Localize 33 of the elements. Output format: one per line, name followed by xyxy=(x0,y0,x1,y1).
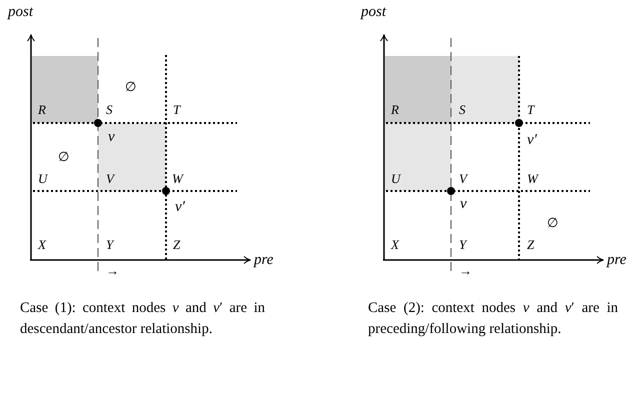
region-label: T xyxy=(173,103,180,117)
region-label: S xyxy=(106,103,112,117)
region-label: Z xyxy=(527,238,534,252)
region-label: X xyxy=(38,238,46,252)
region-label: Z xyxy=(173,238,180,252)
point-label: v′ xyxy=(175,200,185,214)
region-label: Y xyxy=(459,238,466,252)
region-label: X xyxy=(391,238,399,252)
region-label: V xyxy=(106,172,114,186)
region-label: W xyxy=(527,172,538,186)
axis-label: pre xyxy=(607,253,626,267)
caption: Case (2): context nodes v and v′ are in preceding/following relationship. xyxy=(368,299,618,339)
point-label: v′ xyxy=(527,133,537,147)
region-label: R xyxy=(391,103,399,117)
region-label: U xyxy=(391,172,400,186)
empty-set-symbol: ∅ xyxy=(58,150,69,164)
point-label: v xyxy=(108,130,115,144)
point-label: v xyxy=(460,197,467,211)
region-label: W xyxy=(172,172,183,186)
axis-label: post xyxy=(361,5,386,19)
region-label: V xyxy=(459,172,467,186)
region-label: U xyxy=(38,172,48,186)
empty-set-symbol: ∅ xyxy=(125,80,136,94)
region-label: T xyxy=(527,103,534,117)
direction-arrow: → xyxy=(459,264,472,278)
axis-label: pre xyxy=(254,253,274,267)
direction-arrow: → xyxy=(106,264,119,278)
axis-label: post xyxy=(8,5,34,19)
caption: Case (1): context nodes v and v′ are in descendant/ancestor relationship. xyxy=(20,299,265,339)
empty-set-symbol: ∅ xyxy=(547,216,558,230)
region-label: Y xyxy=(106,238,114,252)
region-label: R xyxy=(38,103,46,117)
region-label: S xyxy=(459,103,466,117)
